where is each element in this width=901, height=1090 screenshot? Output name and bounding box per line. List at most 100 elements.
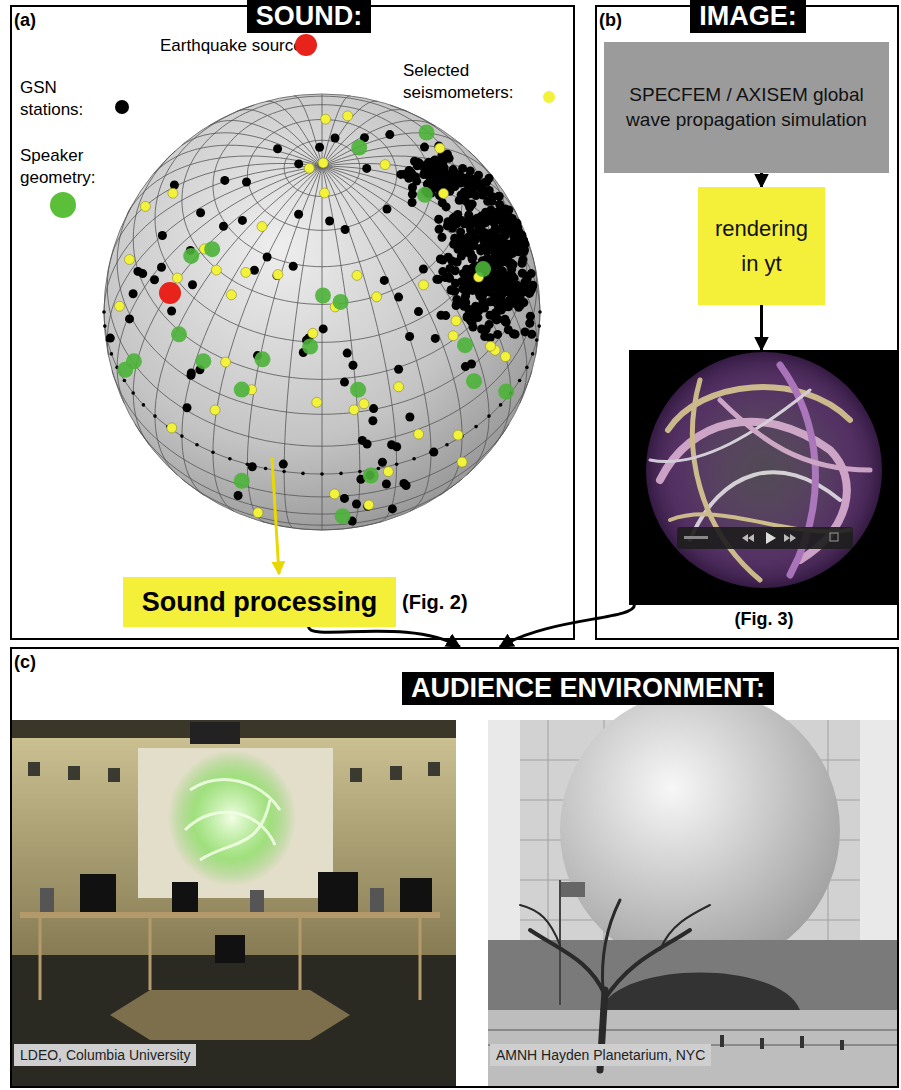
station-dots-part [424,158,433,167]
station-dots-part [394,382,404,392]
lab-photo-part-part [428,762,440,776]
lab-photo-part-part [250,890,264,912]
station-dots-part [487,414,491,418]
station-dots-part [319,324,328,333]
lab-photo-part [110,990,350,1040]
box-label: rendering in yt [704,211,819,281]
lab-photo-part-part [350,768,362,782]
station-dots-part [167,423,177,433]
lab-photo-part-part [108,768,120,782]
station-dots-part [412,457,416,461]
station-dots-part [341,225,350,234]
station-dots-part [383,205,392,214]
station-dots-part [315,288,331,304]
station-dots-part [352,270,362,280]
station-dots-part [457,457,467,467]
station-dots-part [426,173,435,182]
station-dots-part [444,253,453,262]
station-dots-part [446,264,455,273]
wave-render-part-part [720,400,870,470]
station-dots-part [195,353,211,369]
wave-render-part [784,534,796,542]
station-dots-part [102,310,106,314]
station-dots-part [461,362,470,371]
station-dots-part [364,500,374,510]
station-dots-part [238,216,247,225]
figure-ref: (Fig. 2) [402,591,468,614]
lab-photo-part [138,748,333,898]
station-dots-part [351,140,367,156]
station-dots-part [150,275,159,284]
station-dots-part [350,382,366,398]
wave-render-part [677,527,853,549]
station-dots-part [431,334,440,343]
station-dots-part [378,458,387,467]
planetarium-photo-part [720,1035,844,1050]
station-dots-part [458,242,467,251]
photo-frame: LDEO, Columbia University [12,720,456,1086]
lab-photo-part [185,780,280,860]
station-dots-part [405,413,414,422]
process-box: SPECFEM / AXISEM global wave propagation… [604,42,889,173]
station-dots-part [255,351,271,367]
station-dots-part [196,208,205,217]
station-dots-part [330,489,340,499]
station-dots-part [411,172,420,181]
station-dots-part [493,315,502,324]
globe-grid-part [104,94,540,530]
station-dots-part [220,176,229,185]
station-dots-part [325,217,334,226]
station-dots-part [172,273,182,283]
box-label: SPECFEM / AXISEM global wave propagation… [610,83,883,132]
station-dots-part [497,297,506,306]
wave-render [629,350,899,605]
station-dots-part [471,191,480,200]
planetarium-photo-part [488,1010,897,1086]
station-dots-part [211,451,215,455]
station-dots-part [475,261,491,277]
box-label: Sound processing [142,587,378,618]
legend-text: Earthquake source: [160,35,310,57]
station-dots-part [443,150,452,159]
station-dots-part [417,187,433,203]
lab-photo-part-part [299,918,302,990]
station-dots-part [452,295,461,304]
station-dots-part [474,425,478,429]
panel-letter: (b) [599,10,622,31]
station-dots-part [402,481,411,490]
station-dots-part [453,430,463,440]
station-dots-part [509,329,518,338]
planetarium-photo-part-part [660,905,710,950]
station-dots-part [392,442,401,451]
lab-photo-part-part [172,882,198,912]
globe-part [104,94,540,530]
station-dots-part [362,164,371,173]
station-dots-part [457,337,473,353]
panel: (b)IMAGE:SPECFEM / AXISEM global wave pr… [595,5,899,640]
station-dots-part [279,460,288,469]
connector-arrow [760,173,763,187]
station-dots-part [340,378,349,387]
lab-photo-part-part [28,762,40,776]
station-dots-part [142,403,146,407]
station-dots-part [453,210,462,219]
connector-arrow [760,305,763,350]
station-dots-part [183,248,199,264]
station-dots-part [368,416,377,425]
station-dots-part [153,414,157,418]
station-dots-part [158,231,167,240]
station-dots-part [466,167,475,176]
station-dots-part [331,134,340,143]
station-dots-part [505,212,514,221]
station-dots-part [498,384,514,400]
station-dots-part [473,220,482,229]
station-dots-part [180,434,184,438]
station-dots-part [482,217,491,226]
lab-photo-part-part [80,874,116,912]
station-dots-part [125,314,134,323]
panel-letter: (a) [14,10,36,31]
station-dots-part [250,266,259,275]
station-dots-part [195,443,199,447]
station-dots-part [377,467,381,471]
station-dots-part [537,324,541,328]
